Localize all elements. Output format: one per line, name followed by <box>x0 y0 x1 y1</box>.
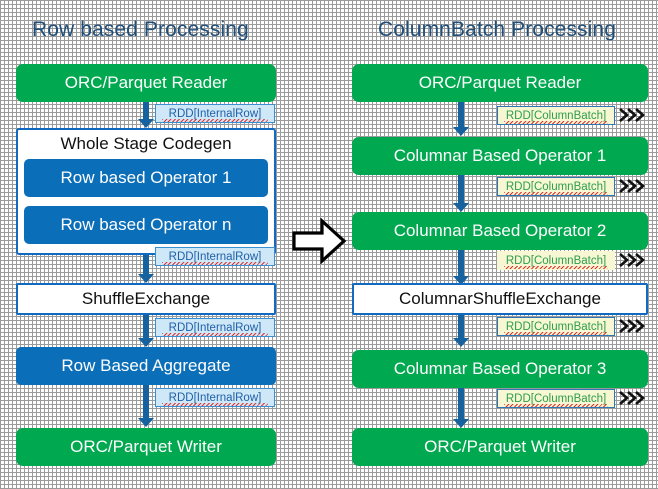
edge-label-rdd-internalrow-1: RDD[InternalRow] <box>155 104 275 123</box>
edge-label-rdd-columnbatch-1: RDD[ColumnBatch] <box>497 106 615 125</box>
flow-arrow-left-2 <box>138 255 154 283</box>
edge-label-rdd-columnbatch-3: RDD[ColumnBatch] <box>497 251 615 270</box>
flow-arrow-left-4 <box>138 385 154 427</box>
node-label: Row based Operator n <box>60 215 232 234</box>
node-row-based-aggregate[interactable]: Row Based Aggregate <box>16 347 276 385</box>
edge-label-rdd-internalrow-3: RDD[InternalRow] <box>155 318 275 337</box>
flow-arrow-left-3 <box>138 315 154 347</box>
edge-label-rdd-columnbatch-5: RDD[ColumnBatch] <box>497 389 615 408</box>
node-columnar-based-operator-1[interactable]: Columnar Based Operator 1 <box>352 137 648 175</box>
node-orc-parquet-reader-right[interactable]: ORC/Parquet Reader <box>352 64 648 102</box>
container-label-whole-stage-codegen: Whole Stage Codegen <box>60 134 232 153</box>
edge-label-text: RDD[InternalRow] <box>168 391 262 404</box>
spellcheck-squiggle <box>162 262 268 265</box>
flow-arrow-right-5 <box>453 388 469 428</box>
node-label: ORC/Parquet Writer <box>70 437 222 456</box>
edge-label-text: RDD[ColumnBatch] <box>505 392 607 405</box>
node-label: Columnar Based Operator 2 <box>393 221 607 240</box>
flow-arrow-right-2 <box>453 175 469 212</box>
node-label: ORC/Parquet Reader <box>64 73 228 92</box>
node-row-based-operator-n[interactable]: Row based Operator n <box>24 206 268 244</box>
node-columnar-based-operator-2[interactable]: Columnar Based Operator 2 <box>352 212 648 250</box>
node-orc-parquet-writer-right[interactable]: ORC/Parquet Writer <box>352 428 648 466</box>
spellcheck-squiggle <box>162 403 268 406</box>
edge-label-rdd-internalrow-4: RDD[InternalRow] <box>155 388 275 407</box>
node-label: ColumnarShuffleExchange <box>399 289 601 308</box>
grid-line-horizontal <box>0 20 658 21</box>
node-row-based-operator-1[interactable]: Row based Operator 1 <box>24 159 268 197</box>
node-label: Row based Operator 1 <box>60 168 232 187</box>
triple-chevron-right-icon <box>617 251 647 269</box>
edge-label-text: RDD[InternalRow] <box>168 321 262 334</box>
spellcheck-squiggle <box>504 332 608 335</box>
edge-label-rdd-columnbatch-2: RDD[ColumnBatch] <box>497 177 615 196</box>
node-columnar-shuffle-exchange[interactable]: ColumnarShuffleExchange <box>352 283 648 315</box>
triple-chevron-right-icon <box>617 106 647 124</box>
node-label: Columnar Based Operator 3 <box>393 359 607 378</box>
page-title-right: ColumnBatch Processing <box>378 18 616 41</box>
spellcheck-squiggle <box>504 404 608 407</box>
flow-arrow-right-3 <box>453 250 469 285</box>
node-label: Columnar Based Operator 1 <box>393 146 607 165</box>
edge-label-text: RDD[ColumnBatch] <box>505 180 607 193</box>
node-label: Row Based Aggregate <box>61 356 231 375</box>
grid-line-horizontal <box>0 412 658 413</box>
spellcheck-squiggle <box>504 192 608 195</box>
node-label: ORC/Parquet Reader <box>418 73 582 92</box>
grid-line-horizontal <box>0 118 658 119</box>
spellcheck-squiggle <box>504 266 608 269</box>
edge-label-text: RDD[ColumnBatch] <box>505 254 607 267</box>
edge-label-text: RDD[ColumnBatch] <box>505 109 607 122</box>
edge-label-rdd-internalrow-2: RDD[InternalRow] <box>155 247 275 266</box>
page-title-left: Row based Processing <box>32 18 249 41</box>
spellcheck-squiggle <box>504 121 608 124</box>
node-columnar-based-operator-3[interactable]: Columnar Based Operator 3 <box>352 350 648 388</box>
spellcheck-squiggle <box>162 119 268 122</box>
triple-chevron-right-icon <box>617 177 647 195</box>
edge-label-text: RDD[InternalRow] <box>168 250 262 263</box>
grid-line-horizontal <box>0 314 658 315</box>
right-block-arrow-icon <box>292 217 347 265</box>
grid-line-horizontal <box>0 216 658 217</box>
edge-label-rdd-columnbatch-4: RDD[ColumnBatch] <box>497 317 615 336</box>
node-label: ORC/Parquet Writer <box>424 437 576 456</box>
edge-label-text: RDD[ColumnBatch] <box>505 320 607 333</box>
flow-arrow-left-1 <box>138 102 154 128</box>
flow-arrow-right-1 <box>453 102 469 136</box>
spellcheck-squiggle <box>162 333 268 336</box>
triple-chevron-right-icon <box>617 317 647 335</box>
node-orc-parquet-writer-left[interactable]: ORC/Parquet Writer <box>16 428 276 466</box>
flow-arrow-right-4 <box>453 315 469 347</box>
node-label: ShuffleExchange <box>81 289 211 308</box>
triple-chevron-right-icon <box>617 389 647 407</box>
node-orc-parquet-reader-left[interactable]: ORC/Parquet Reader <box>16 64 276 102</box>
grid-line-vertical <box>280 0 281 489</box>
edge-label-text: RDD[InternalRow] <box>168 107 262 120</box>
node-shuffle-exchange[interactable]: ShuffleExchange <box>16 283 276 315</box>
